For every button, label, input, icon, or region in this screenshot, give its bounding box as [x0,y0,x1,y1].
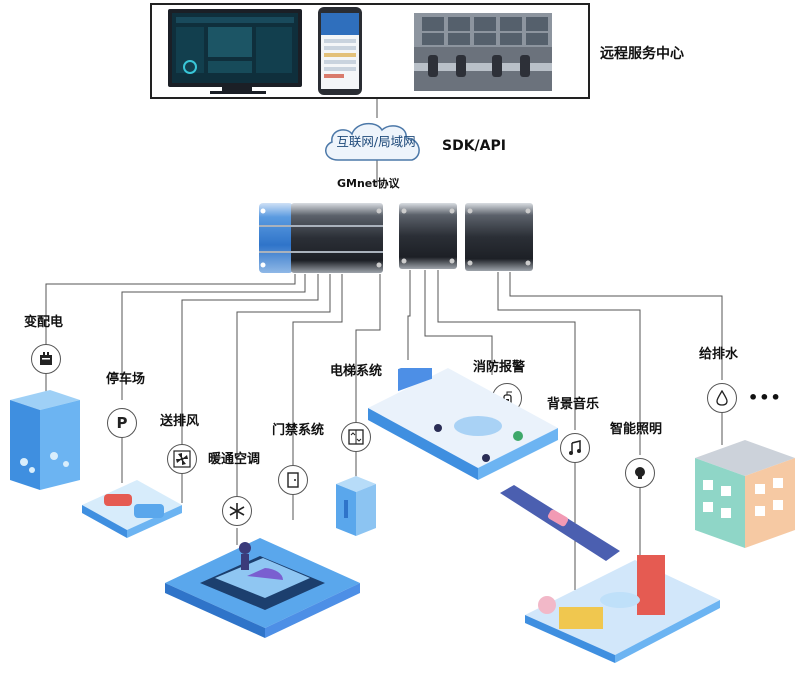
elevator-scene [336,476,376,536]
label-hvac: 暖通空调 [208,452,261,467]
label-water: 给排水 [699,347,739,362]
cloud-label: 互联网/局域网 [336,134,416,149]
label-access: 门禁系统 [272,423,325,438]
power-cabinet-icon [31,344,61,374]
main-controller-device [259,203,383,273]
lobby-scene [525,555,720,663]
parking-scene [82,480,182,538]
fan-icon [167,444,197,474]
label-power: 变配电 [24,315,64,330]
cloud-icon [325,122,420,161]
controller-devices [259,203,533,273]
parking-icon: P [107,408,137,438]
hvac-scene [165,538,360,638]
residential-building-scene [695,440,795,548]
water-drop-icon [707,383,737,413]
label-ventilation: 送排风 [160,414,200,429]
more-indicator: ••• [748,388,782,407]
door-icon [278,465,308,495]
label-parking: 停车场 [106,372,146,387]
snowflake-icon [222,496,252,526]
bulb-icon [625,458,655,488]
control-room-photo [414,13,552,91]
label-lighting: 智能照明 [610,422,663,437]
smartphone-icon [318,7,362,95]
expansion-module-device [465,203,533,271]
elevator-icon [341,422,371,452]
label-fire: 消防报警 [473,360,526,375]
monitor-icon [168,9,302,94]
office-phone-scene [368,368,558,480]
power-distribution-scene [10,390,80,490]
label-music: 背景音乐 [547,397,600,412]
label-elevator: 电梯系统 [330,364,383,379]
parking-icon-text: P [116,414,128,432]
road-path [500,485,620,561]
io-module-device [399,203,457,269]
sdk-api-label: SDK/API [442,138,506,154]
remote-center-illustrations [168,7,552,95]
music-note-icon [560,433,590,463]
remote-service-panel [150,3,590,99]
gmnet-protocol-label: GMnet协议 [337,177,400,190]
remote-service-center-title: 远程服务中心 [600,46,684,62]
